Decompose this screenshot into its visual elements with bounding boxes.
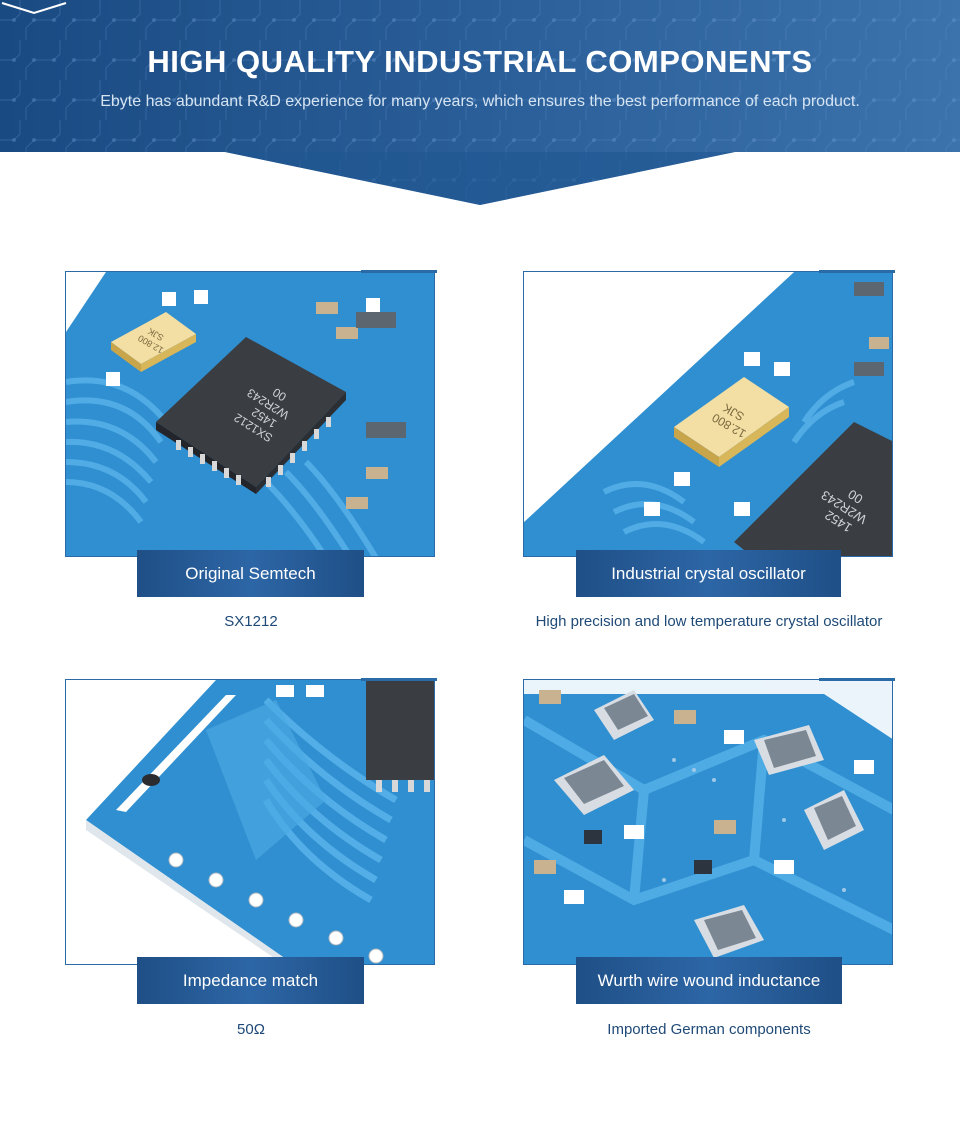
feature-label: Wurth wire wound inductance — [576, 957, 842, 1004]
impedance-photo — [65, 679, 435, 965]
corner-accent — [361, 678, 437, 681]
feature-label: Original Semtech — [137, 550, 364, 597]
feature-description: High precision and low temperature cryst… — [535, 613, 883, 630]
banner-background — [0, 0, 960, 205]
inductance-photo — [523, 679, 893, 965]
corner-accent — [819, 678, 895, 681]
feature-label: Impedance match — [137, 957, 364, 1004]
feature-description: 50Ω — [237, 1021, 265, 1038]
page-title: HIGH QUALITY INDUSTRIAL COMPONENTS — [147, 44, 813, 79]
feature-description: Imported German components — [607, 1021, 811, 1038]
corner-accent — [819, 270, 895, 273]
feature-description: SX1212 — [224, 613, 278, 630]
page-subtitle: Ebyte has abundant R&D experience for ma… — [100, 93, 860, 110]
header-banner: HIGH QUALITY INDUSTRIAL COMPONENTS Ebyte… — [0, 0, 960, 205]
corner-accent — [361, 270, 437, 273]
feature-label: Industrial crystal oscillator — [576, 550, 841, 597]
svg-text:00: 00 — [845, 486, 865, 506]
chevron-down-icon — [1, 2, 67, 15]
